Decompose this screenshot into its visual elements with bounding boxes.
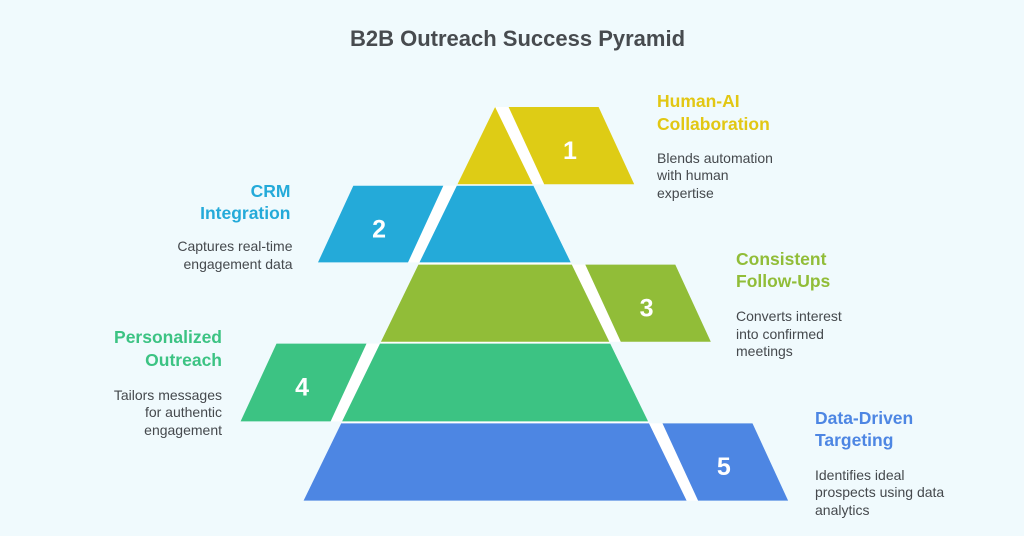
svg-text:5: 5 [717,453,731,481]
svg-text:4: 4 [295,374,309,402]
svg-text:3: 3 [640,294,654,322]
svg-text:2: 2 [372,215,386,243]
svg-text:1: 1 [563,137,577,165]
